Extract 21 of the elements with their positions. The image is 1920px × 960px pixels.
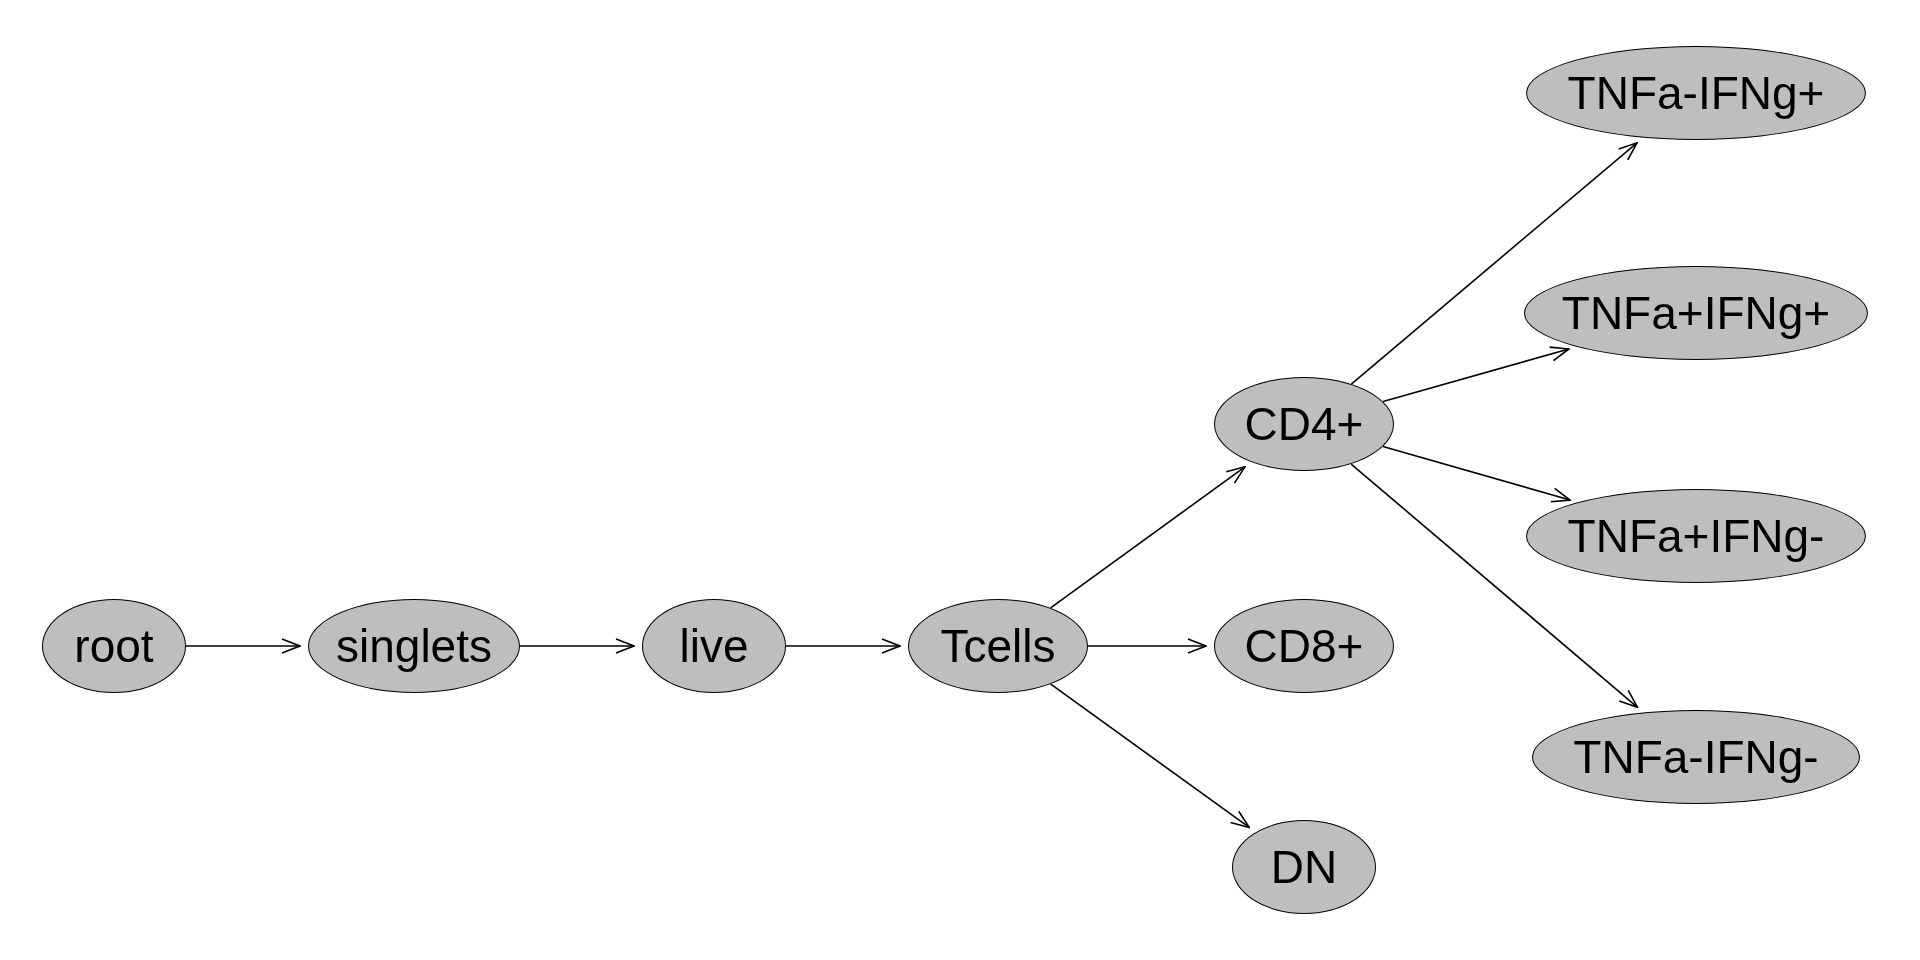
arrow [185, 638, 301, 654]
gate-label: root [74, 619, 154, 673]
arrow [1049, 683, 1251, 829]
arrow [1350, 463, 1639, 709]
gate-label: DN [1270, 840, 1338, 894]
gate-label: TNFa+IFNg+ [1561, 286, 1831, 340]
arrow [1382, 346, 1570, 403]
gate-label: TNFa-IFNg- [1573, 730, 1819, 784]
arrow [1350, 142, 1638, 385]
gate-label: singlets [336, 619, 492, 673]
gate-label: CD4+ [1244, 397, 1364, 451]
gate-label: CD8+ [1244, 619, 1364, 673]
arrow [1382, 445, 1571, 503]
arrow [1087, 638, 1207, 654]
arrow [519, 638, 635, 654]
gate-label: live [679, 619, 749, 673]
arrow [1049, 466, 1246, 609]
gate-label: Tcells [940, 619, 1056, 673]
gate-label: TNFa-IFNg+ [1567, 66, 1825, 120]
gate-label: TNFa+IFNg- [1567, 509, 1825, 563]
arrow [785, 638, 901, 654]
